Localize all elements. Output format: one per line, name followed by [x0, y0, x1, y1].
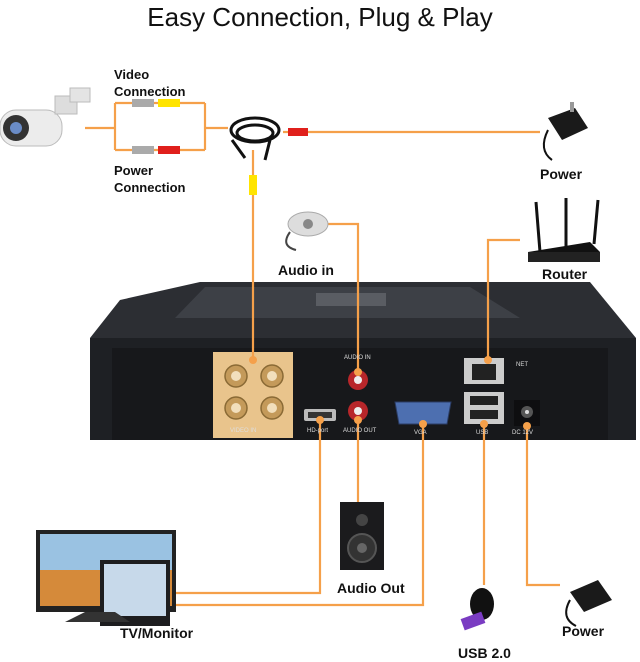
cable-coil-icon: [229, 116, 281, 161]
dvr-recorder: [90, 282, 636, 440]
label-power-connection: Power Connection: [114, 163, 186, 195]
power-adapter-icon: [542, 102, 588, 161]
camera-icon: [0, 87, 91, 147]
usb-mouse-icon: [460, 588, 494, 631]
panel-net: NET: [516, 362, 528, 368]
panel-audio-out: AUDIO OUT: [343, 428, 377, 434]
router-icon: [528, 198, 600, 262]
panel-vga: VGA: [414, 430, 427, 436]
label-power-top: Power: [540, 166, 583, 182]
monitor-icon: [36, 530, 176, 626]
power-adapter-bottom-icon: [565, 580, 612, 627]
label-audio-in: Audio in: [278, 262, 334, 278]
label-tv-monitor: TV/Monitor: [120, 625, 194, 641]
microphone-icon: [285, 211, 329, 251]
connection-wires: [85, 101, 560, 607]
label-video-connection: Video Connection: [114, 67, 186, 99]
label-power-bottom: Power: [562, 623, 605, 639]
panel-hd-port: HD-port: [307, 428, 329, 434]
panel-usb: USB: [476, 430, 489, 436]
label-usb: USB 2.0: [458, 645, 511, 661]
label-audio-out: Audio Out: [337, 580, 405, 596]
page-title: Easy Connection, Plug & Play: [147, 2, 493, 32]
video-in-block: [213, 352, 293, 438]
label-router: Router: [542, 266, 588, 282]
panel-audio-in: AUDIO IN: [344, 355, 371, 361]
vga-port: [394, 401, 452, 425]
speaker-icon: [340, 502, 384, 570]
panel-video-in: VIDEO IN: [230, 428, 257, 434]
panel-dc: DC 12V: [512, 430, 534, 436]
